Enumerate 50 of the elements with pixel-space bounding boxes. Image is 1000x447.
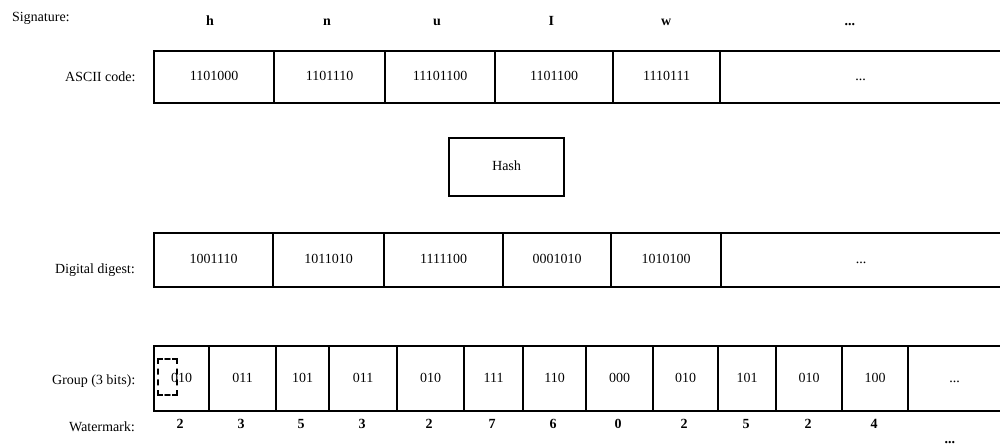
signature-character: u [433,14,441,30]
table-cell: ... [719,50,1000,104]
table-cell: 010 [652,345,719,412]
table-cell: 000 [585,345,654,412]
table-cell: 1010100 [610,232,722,288]
signature-character: I [548,14,554,30]
watermark-digit: 5 [298,417,304,433]
watermark-digit: 7 [488,417,496,433]
table-cell: 011 [328,345,398,412]
table-cell: 1110111 [612,50,721,104]
watermark-digit: 0 [614,417,622,433]
watermark-digit: 2 [176,417,184,433]
watermark-digit: 6 [550,417,556,433]
table-cell: 11101100 [384,50,496,104]
table-cell: ... [907,345,1000,412]
row-label: ASCII code: [65,70,136,86]
row-label: Group (3 bits): [52,373,136,389]
watermark-digit: 2 [804,417,812,433]
watermark-digit: 5 [742,417,750,433]
watermark-digit: 3 [238,417,244,433]
table-cell: 1101000 [153,50,275,104]
table-cell: 1001110 [153,232,274,288]
watermark-digit: ... [944,432,955,447]
table-cell: 010 [396,345,465,412]
signature-character: w [661,14,672,30]
row-label: Digital digest: [55,262,135,278]
table-cell: 1011010 [272,232,385,288]
table-cell: ... [720,232,1000,288]
signature-character: h [206,14,214,30]
table-cell: 110 [522,345,587,412]
watermark-digit: 4 [870,417,878,433]
table-cell: 0001010 [502,232,612,288]
table-cell: 100 [841,345,909,412]
row-label: Watermark: [69,420,135,436]
watermark-digit: 2 [426,417,432,433]
table-cell: 101 [717,345,777,412]
row-label: Signature: [12,10,70,26]
table-cell: 111 [463,345,524,412]
table-cell: 011 [208,345,277,412]
watermark-digit: 2 [680,417,688,433]
table-cell: 1111100 [383,232,504,288]
signature-character: ... [844,14,855,30]
table-cell: 1101110 [273,50,386,104]
table-cell: 010 [153,345,210,412]
table-cell: 1101100 [494,50,614,104]
hash-box: Hash [448,137,565,197]
signature-character: n [323,14,331,30]
watermark-digit: 3 [358,417,366,433]
table-cell: 010 [775,345,843,412]
table-cell: 101 [275,345,330,412]
